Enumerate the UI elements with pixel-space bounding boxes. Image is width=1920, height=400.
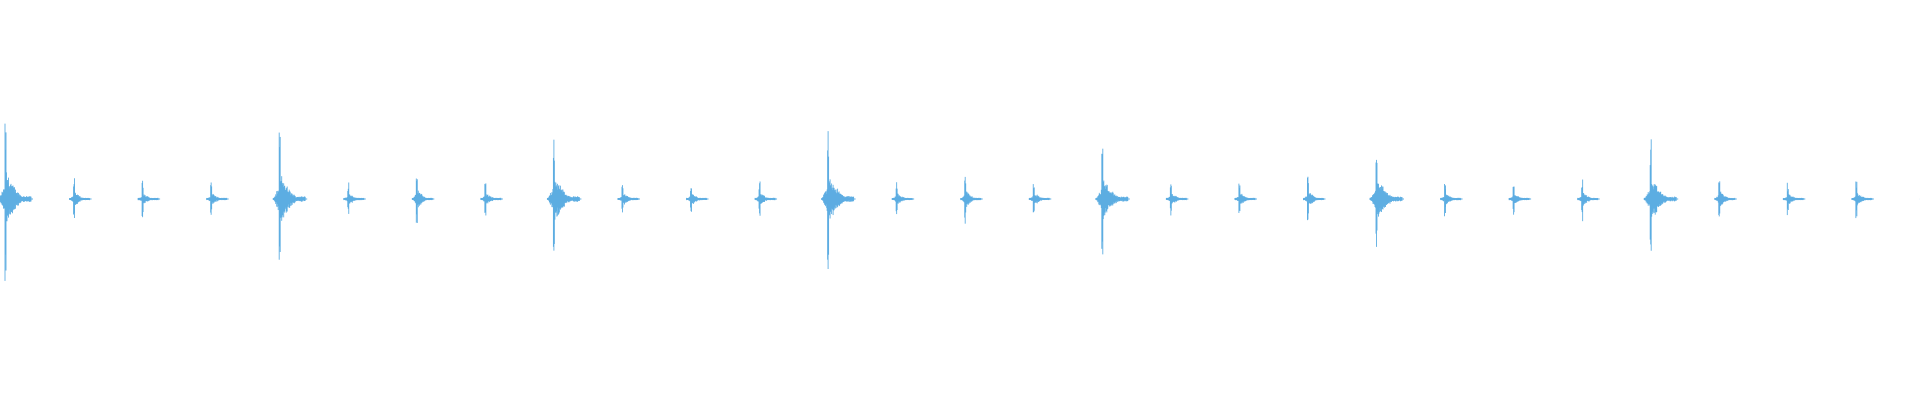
waveform-onset [1577, 179, 1600, 222]
waveform-onset [206, 182, 229, 215]
waveform-onsets [0, 123, 1920, 281]
waveform-onset [1851, 181, 1874, 219]
waveform-onset [1302, 176, 1326, 221]
waveform-onset [960, 176, 983, 224]
waveform-onset [411, 178, 435, 223]
waveform-onset [69, 178, 92, 218]
waveform-onset [137, 180, 161, 218]
waveform-onset [1234, 183, 1257, 213]
waveform-onset [1714, 181, 1737, 217]
waveform-onset [1369, 159, 1404, 247]
waveform-onset [891, 182, 915, 215]
waveform-onset [272, 132, 308, 260]
waveform-onset [1165, 184, 1189, 216]
waveform-onset [0, 123, 33, 281]
waveform-onset [1508, 186, 1532, 215]
waveform-onset [754, 181, 778, 216]
waveform-onset [480, 183, 503, 216]
waveform-onset [686, 188, 709, 212]
waveform-onset [1028, 184, 1052, 213]
waveform-onset [1440, 184, 1463, 217]
waveform-onset [1782, 182, 1806, 216]
waveform-onset [343, 182, 366, 214]
waveform-onset [546, 139, 582, 251]
waveform-onset [821, 131, 856, 270]
waveform-onset [617, 185, 640, 213]
waveform-onset [1643, 139, 1679, 251]
waveform-onset [1095, 148, 1130, 255]
